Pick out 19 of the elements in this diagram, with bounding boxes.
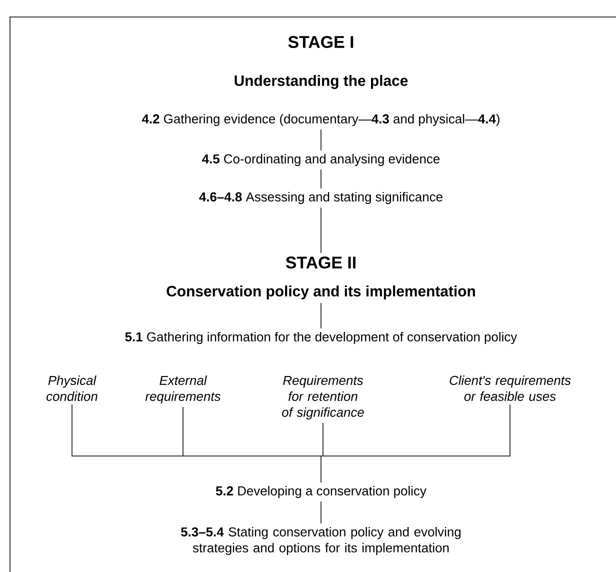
connector-line — [320, 207, 322, 254]
stage-heading: STAGE I — [288, 36, 354, 48]
step-text: 4.2 Gathering evidence (documentary—4.3 and physical—4.4) — [142, 114, 500, 126]
requirement-text: External requirements — [145, 376, 221, 404]
step-text: 5.1 Gathering information for the development of conservation policy — [125, 332, 518, 344]
stage-subheading: Understanding the place — [234, 75, 408, 89]
requirement-text: Client's requirements or feasible uses — [450, 376, 571, 401]
connector-line — [320, 169, 322, 189]
step-text: 4.6–4.8 Assessing and stating significance — [199, 192, 442, 204]
connector-line — [320, 302, 322, 329]
requirement-text: Physical condition — [46, 376, 98, 401]
step-text: 5.2 Developing a conservation policy — [216, 486, 426, 498]
connector-line — [320, 404, 510, 483]
requirement-text: Requirements for retention of significance — [282, 376, 364, 420]
step-text: 4.5 Co-ordinating and analysing evidence — [202, 154, 440, 166]
stage-heading: STAGE II Conservation policy and its implementation — [166, 256, 475, 300]
step-text: 5.3–5.4 Stating conservation policy and evolving strategies and options for its implementation — [181, 526, 461, 555]
connector-line — [320, 501, 322, 524]
connector-line — [320, 129, 322, 151]
